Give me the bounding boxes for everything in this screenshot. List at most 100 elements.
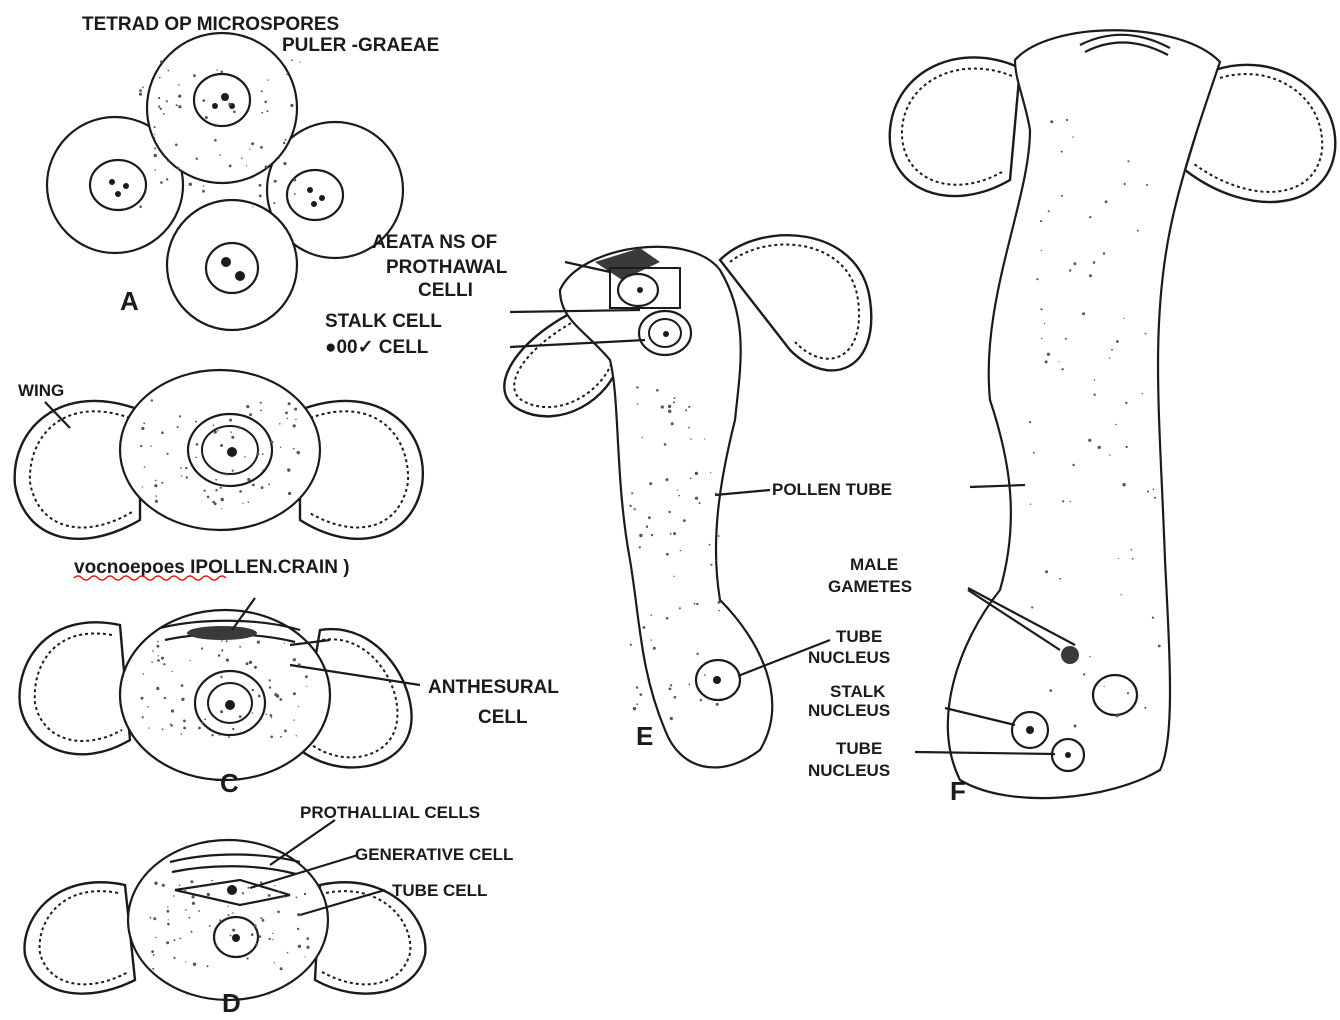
stipple-dot xyxy=(155,500,158,503)
stipple-dot xyxy=(139,93,142,96)
stipple-dot xyxy=(651,639,652,640)
stipple-dot xyxy=(718,610,720,612)
stipple-dot xyxy=(1124,183,1126,185)
wing-label: WING xyxy=(18,381,64,400)
stipple-dot xyxy=(297,99,298,100)
stipple-dot xyxy=(293,448,295,450)
stipple-dot xyxy=(232,912,234,914)
stipple-dot xyxy=(288,492,291,495)
stipple-dot xyxy=(1137,230,1139,232)
stipple-dot xyxy=(1040,220,1042,222)
stipple-dot xyxy=(162,728,164,730)
stipple-dot xyxy=(704,674,706,676)
stipple-dot xyxy=(1116,714,1119,717)
stipple-dot xyxy=(202,99,205,102)
stipple-dot xyxy=(671,422,674,425)
stipple-dot xyxy=(183,720,186,723)
stipple-dot xyxy=(680,550,682,552)
stipple-dot xyxy=(256,943,258,945)
stipple-dot xyxy=(247,887,249,889)
stipple-dot xyxy=(228,736,230,738)
stipple-dot xyxy=(629,505,631,507)
stipple-dot xyxy=(640,693,643,696)
stipple-dot xyxy=(231,436,234,439)
stipple-dot xyxy=(155,495,157,497)
stipple-dot xyxy=(1048,210,1050,212)
stipple-dot xyxy=(298,663,301,666)
stipple-dot xyxy=(161,657,164,660)
stipple-dot xyxy=(151,399,153,401)
stipple-dot xyxy=(298,706,299,707)
stipple-dot xyxy=(142,716,144,718)
stipple-dot xyxy=(252,206,253,207)
stipple-dot xyxy=(272,933,273,934)
prothallial-label: PROTHALLIAL CELLS xyxy=(300,803,480,822)
stipple-dot xyxy=(1125,446,1127,448)
stipple-dot xyxy=(670,684,672,686)
stipple-dot xyxy=(178,105,181,108)
stipple-dot xyxy=(219,919,221,921)
stipple-dot xyxy=(239,490,242,493)
stipple-dot xyxy=(241,157,243,159)
stipple-dot xyxy=(285,139,287,141)
stipple-dot xyxy=(139,206,142,209)
stipple-dot xyxy=(161,482,163,484)
stalk-cell-label: STALK CELL xyxy=(325,311,442,332)
stipple-dot xyxy=(690,438,692,440)
stipple-dot xyxy=(152,968,154,970)
stipple-dot xyxy=(1089,216,1091,218)
stipple-dot xyxy=(228,906,229,907)
stipple-dot xyxy=(177,426,179,428)
stipple-dot xyxy=(189,917,191,919)
stipple-dot xyxy=(192,902,195,905)
stipple-dot xyxy=(153,917,156,920)
stipple-dot xyxy=(306,686,307,687)
stipple-dot xyxy=(191,931,193,933)
stipple-dot xyxy=(287,418,289,420)
stipple-dot xyxy=(181,698,184,701)
stipple-dot xyxy=(166,178,168,180)
stipple-dot xyxy=(244,456,246,458)
stipple-dot xyxy=(293,658,296,661)
body-cell-label: ●00✓ CELL xyxy=(325,337,429,358)
stipple-dot xyxy=(710,564,712,566)
stipple-dot xyxy=(280,967,283,970)
stipple-dot xyxy=(643,626,646,629)
stipple-dot xyxy=(268,484,270,486)
stipple-dot xyxy=(1041,338,1042,339)
figure-a-tetrad xyxy=(47,33,403,330)
stipple-dot xyxy=(213,425,215,427)
stipple-dot xyxy=(202,190,205,193)
stipple-dot xyxy=(221,508,222,509)
stipple-dot xyxy=(267,79,268,80)
stipple-dot xyxy=(1122,483,1125,486)
stipple-dot xyxy=(232,929,235,932)
stipple-dot xyxy=(1146,184,1148,186)
stipple-dot xyxy=(173,957,175,959)
stipple-dot xyxy=(150,445,151,446)
stipple-dot xyxy=(1033,452,1035,454)
stipple-dot xyxy=(650,614,652,616)
stipple-dot xyxy=(246,662,249,665)
stipple-dot xyxy=(269,679,271,681)
stipple-dot xyxy=(1144,707,1146,709)
stipple-dot xyxy=(269,686,271,688)
stipple-dot xyxy=(695,497,698,500)
stipple-dot xyxy=(167,160,169,162)
stipple-dot xyxy=(179,884,181,886)
stipple-dot xyxy=(709,544,711,546)
figure-e-germinating-pollen xyxy=(504,235,871,767)
stipple-dot xyxy=(260,881,262,883)
stipple-dot xyxy=(160,61,163,64)
stipple-dot xyxy=(688,427,690,429)
stipple-dot xyxy=(185,961,186,962)
stipple-dot xyxy=(689,684,691,686)
stipple-dot xyxy=(1072,136,1073,137)
stipple-dot xyxy=(185,467,187,469)
stipple-dot xyxy=(668,405,671,408)
stipple-dot xyxy=(143,673,145,675)
stipple-dot xyxy=(247,957,249,959)
stipple-dot xyxy=(631,492,633,494)
tube-cell-label: TUBE CELL xyxy=(392,881,487,900)
stipple-dot xyxy=(277,911,280,914)
